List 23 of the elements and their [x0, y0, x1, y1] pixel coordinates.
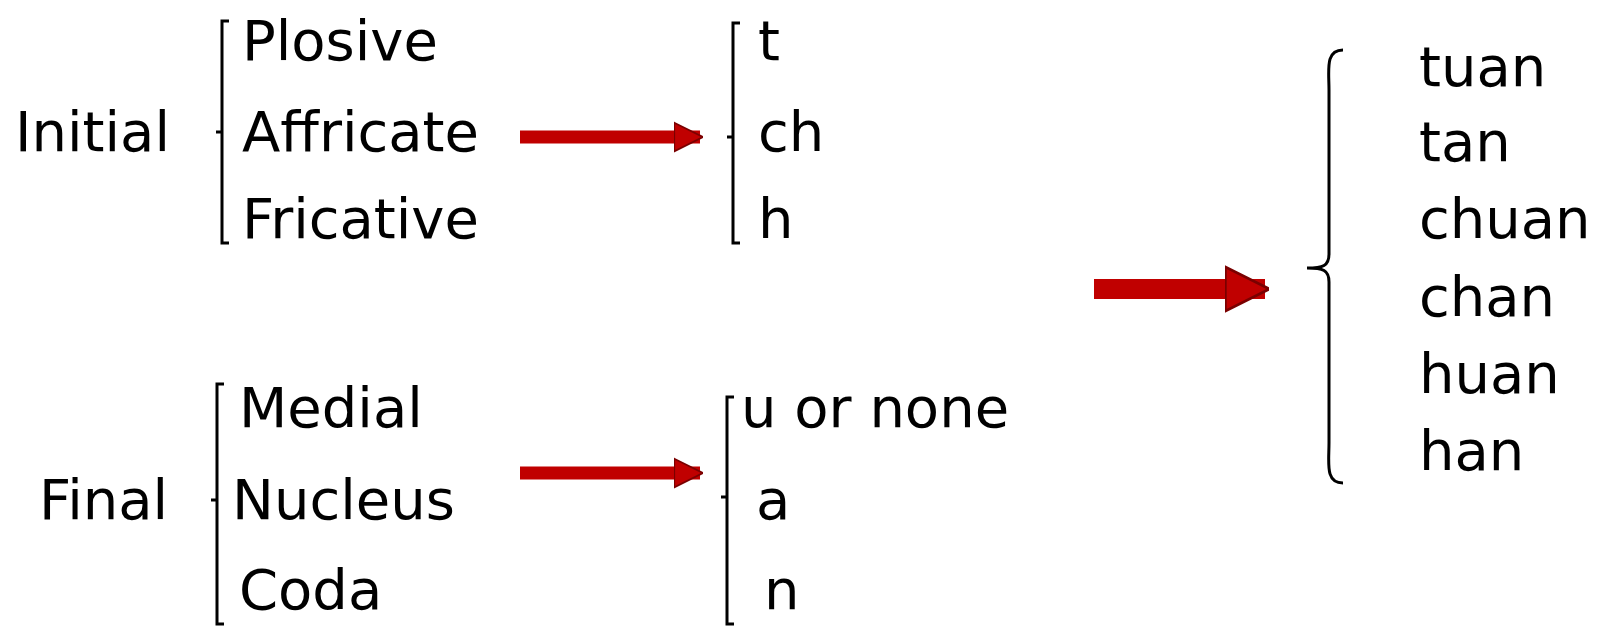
term-text: n	[764, 557, 800, 623]
term-text: ch	[758, 99, 825, 165]
term-text: a	[756, 467, 791, 533]
term-text: h	[758, 186, 794, 252]
term-text: u or none	[741, 375, 1010, 441]
term-text: Medial	[239, 375, 423, 441]
term-text: Nucleus	[232, 467, 455, 533]
term-text: t	[758, 8, 780, 74]
term-text: tan	[1419, 109, 1511, 175]
term-text: huan	[1419, 341, 1560, 407]
term-text: Affricate	[242, 99, 479, 165]
term-text: tuan	[1419, 34, 1547, 100]
category-label: Initial	[15, 99, 170, 165]
term-text: Fricative	[242, 186, 479, 252]
arrow	[1094, 265, 1271, 313]
term-text: han	[1419, 418, 1525, 484]
arrow	[520, 457, 704, 489]
arrow	[520, 121, 704, 153]
term-text: Coda	[239, 557, 383, 623]
term-text: chuan	[1419, 186, 1591, 252]
term-text: Plosive	[242, 8, 438, 74]
category-label: Final	[39, 467, 169, 533]
term-text: chan	[1419, 264, 1556, 330]
